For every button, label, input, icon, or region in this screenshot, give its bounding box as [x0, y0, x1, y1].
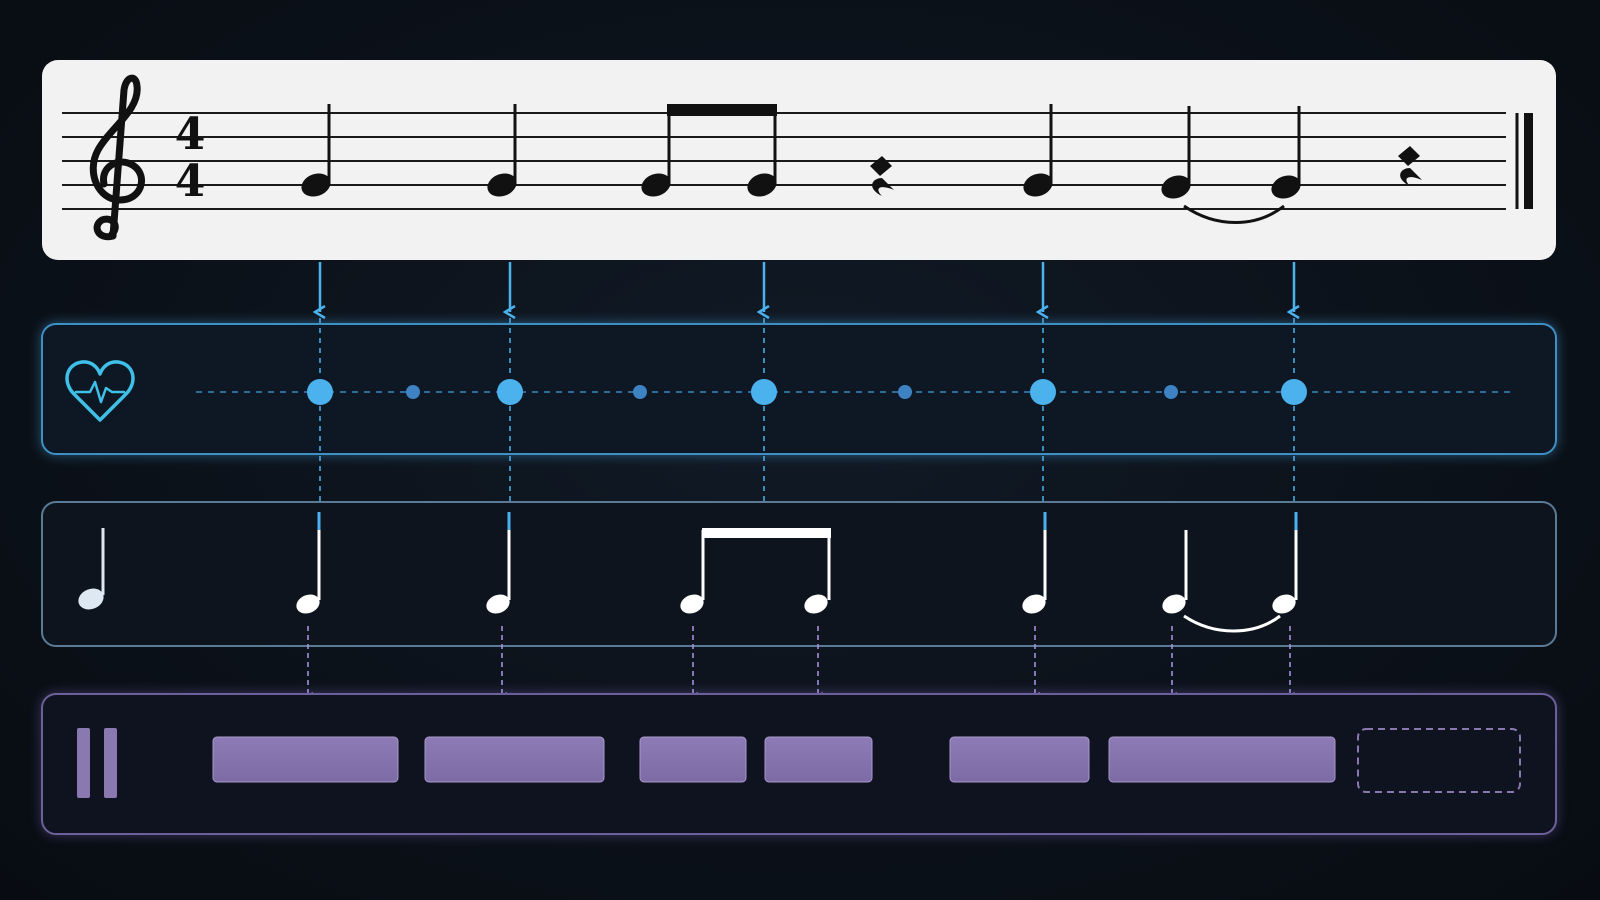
pause-icon: [77, 728, 117, 798]
duration-block: [1108, 736, 1336, 783]
sub-beat-dot: [406, 385, 420, 399]
rhythm-note-eighth-beamed: [680, 528, 831, 614]
staff-panel: 4 4: [42, 60, 1556, 260]
beat-dot: [1030, 379, 1056, 405]
beat-lane-panel: [41, 323, 1557, 455]
rhythm-note-quarter: [296, 512, 321, 614]
beat-dot: [1281, 379, 1307, 405]
duration-block: [764, 736, 873, 783]
duration-block-empty: [1357, 728, 1521, 793]
time-signature-top: 4: [175, 109, 206, 160]
rhythm-to-block-arrows: [308, 626, 1290, 698]
block-lane: [41, 693, 1557, 835]
duration-block: [639, 736, 747, 783]
rhythm-eighth-beam: [702, 528, 831, 538]
staff-rest-quarter: [1398, 140, 1422, 186]
beat-dot: [497, 379, 523, 405]
tie-arc: [1183, 204, 1285, 224]
treble-clef-icon: [89, 74, 145, 241]
staff-note-eighth-beamed: [641, 104, 777, 197]
sub-beat-dots: [406, 385, 1178, 399]
staff-note-quarter: [1023, 104, 1053, 197]
staff-lines: [62, 112, 1506, 210]
staff-note-quarter-tied: [1161, 106, 1301, 224]
staff-to-beat-arrows: [320, 262, 1294, 312]
final-barline: [1515, 113, 1533, 209]
staff-note-quarter: [487, 104, 517, 197]
eighth-beam: [667, 104, 777, 116]
rhythm-lane: [41, 501, 1557, 647]
rhythm-note-quarter-tied: [1162, 512, 1298, 633]
quarter-note-icon: [78, 528, 105, 610]
staff-rest-quarter: [870, 150, 894, 196]
beat-lane: [41, 318, 1557, 526]
beat-dot: [751, 379, 777, 405]
sub-beat-dot: [1164, 385, 1178, 399]
main-beat-dots: [307, 379, 1307, 405]
rhythm-note-quarter: [1022, 512, 1047, 614]
beat-dot: [307, 379, 333, 405]
time-signature-bottom: 4: [175, 156, 206, 207]
rhythm-notes: [296, 512, 1298, 633]
duration-block: [949, 736, 1090, 783]
heartbeat-icon: [65, 360, 135, 422]
sub-beat-dot: [898, 385, 912, 399]
duration-block: [212, 736, 399, 783]
sub-beat-dot: [633, 385, 647, 399]
staff-notes: [301, 104, 1533, 224]
duration-blocks: [212, 728, 1521, 793]
staff-note-quarter: [301, 104, 331, 197]
rhythm-lane-panel: [41, 501, 1557, 647]
duration-block: [424, 736, 605, 783]
rhythm-note-quarter: [486, 512, 511, 614]
rhythm-tie-arc: [1183, 614, 1281, 633]
